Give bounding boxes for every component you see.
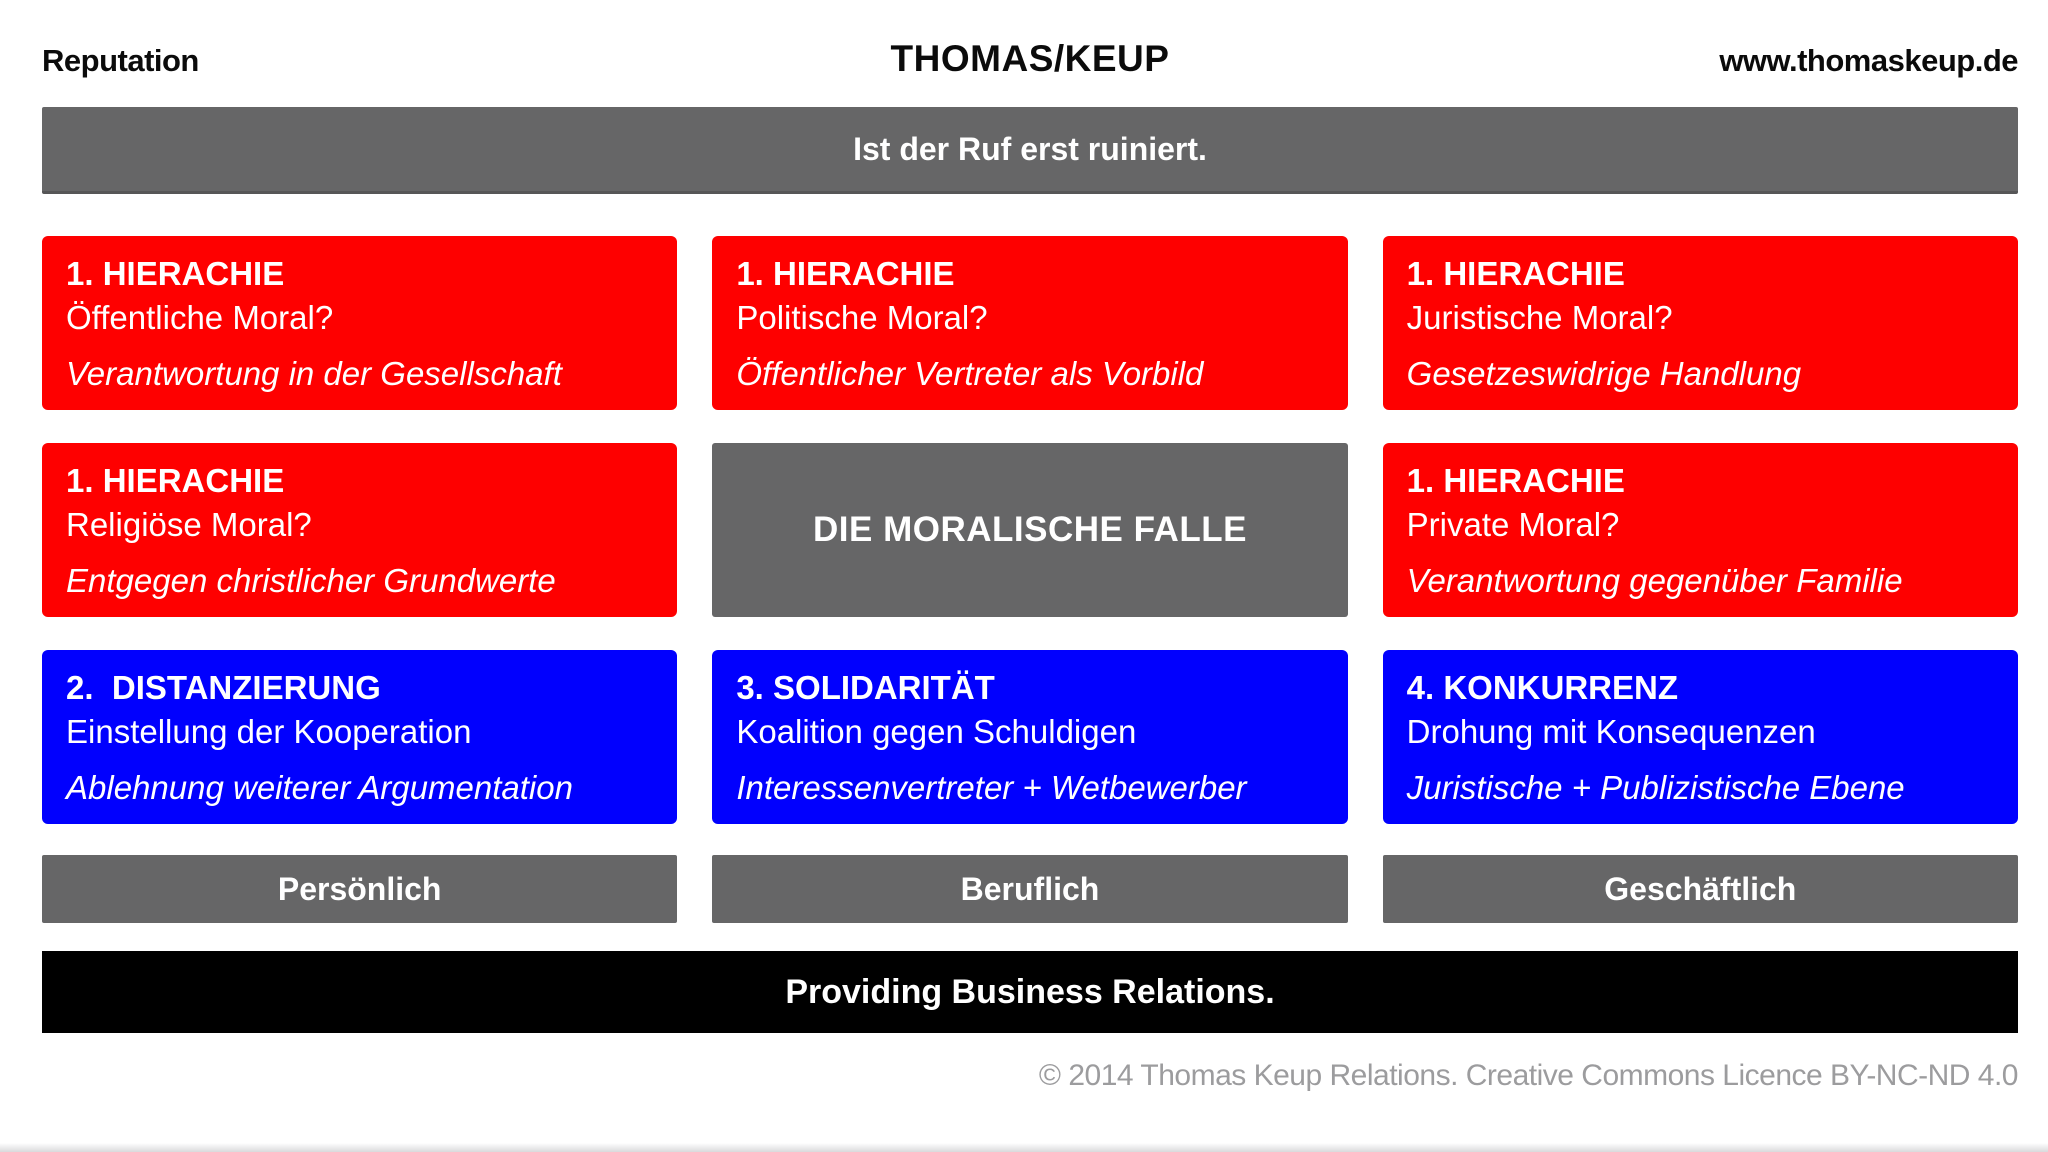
card-title: 2. DISTANZIERUNG	[66, 669, 381, 706]
card-grid: 1. HIERACHIE Öffentliche Moral? Verantwo…	[42, 236, 2018, 824]
tagline-banner: Providing Business Relations.	[42, 951, 2018, 1033]
card-title: 1. HIERACHIE	[1406, 255, 1625, 292]
card-public-moral: 1. HIERACHIE Öffentliche Moral? Verantwo…	[42, 236, 678, 410]
tagline-text: Providing Business Relations.	[785, 972, 1275, 1011]
card-title: 1. HIERACHIE	[736, 255, 955, 292]
header: Reputation THOMAS/KEUP www.thomaskeup.de	[42, 38, 2018, 80]
label-professional: Beruflich	[712, 855, 1348, 923]
card-title: 4. KONKURRENZ	[1406, 669, 1679, 706]
card-title: 3. SOLIDARITÄT	[736, 669, 995, 706]
card-religious-moral: 1. HIERACHIE Religiöse Moral? Entgegen c…	[42, 443, 678, 617]
card-subtitle: Einstellung der Kooperation	[66, 713, 472, 750]
card-subtitle: Öffentliche Moral?	[66, 299, 334, 336]
card-note: Entgegen christlicher Grundwerte	[66, 562, 556, 599]
headline-banner: Ist der Ruf erst ruiniert.	[42, 107, 2018, 194]
card-moral-trap: DIE MORALISCHE FALLE	[712, 443, 1348, 617]
card-note: Ablehnung weiterer Argumentation	[66, 769, 573, 806]
card-title: DIE MORALISCHE FALLE	[813, 510, 1247, 549]
brand-title: THOMAS/KEUP	[890, 38, 1170, 79]
card-competition: 4. KONKURRENZ Drohung mit Konsequenzen J…	[1382, 650, 2018, 824]
card-subtitle: Religiöse Moral?	[66, 506, 312, 543]
card-solidarity: 3. SOLIDARITÄT Koalition gegen Schuldige…	[712, 650, 1348, 824]
card-title: 1. HIERACHIE	[66, 255, 285, 292]
label-text: Geschäftlich	[1604, 870, 1797, 907]
card-subtitle: Juristische Moral?	[1406, 299, 1673, 336]
card-political-moral: 1. HIERACHIE Politische Moral? Öffentlic…	[712, 236, 1348, 410]
card-note: Gesetzeswidrige Handlung	[1406, 355, 1802, 392]
card-distancing: 2. DISTANZIERUNG Einstellung der Koopera…	[42, 650, 678, 824]
card-subtitle: Private Moral?	[1406, 506, 1620, 543]
card-note: Juristische + Publizistische Ebene	[1406, 769, 1905, 806]
headline-text: Ist der Ruf erst ruiniert.	[853, 130, 1207, 167]
card-title: 1. HIERACHIE	[66, 462, 285, 499]
card-title: 1. HIERACHIE	[1406, 462, 1625, 499]
slide-content: Reputation THOMAS/KEUP www.thomaskeup.de…	[42, 38, 2019, 1092]
card-subtitle: Drohung mit Konsequenzen	[1406, 713, 1816, 750]
copyright-notice: © 2014 Thomas Keup Relations. Creative C…	[1038, 1059, 2019, 1092]
card-note: Öffentlicher Vertreter als Vorbild	[736, 355, 1204, 392]
bottom-edge-shade	[0, 1143, 2048, 1152]
card-private-moral: 1. HIERACHIE Private Moral? Verantwortun…	[1382, 443, 2018, 617]
category-label-row: Persönlich Beruflich Geschäftlich	[42, 855, 2018, 923]
card-subtitle: Koalition gegen Schuldigen	[736, 713, 1137, 750]
website-url: www.thomaskeup.de	[1719, 43, 2018, 78]
card-subtitle: Politische Moral?	[736, 299, 988, 336]
reputation-label: Reputation	[42, 43, 199, 78]
card-note: Interessenvertreter + Wetbewerber	[736, 769, 1247, 806]
card-note: Verantwortung in der Gesellschaft	[66, 355, 562, 392]
card-legal-moral: 1. HIERACHIE Juristische Moral? Gesetzes…	[1382, 236, 2018, 410]
label-text: Beruflich	[960, 870, 1100, 907]
card-note: Verantwortung gegenüber Familie	[1406, 562, 1903, 599]
label-text: Persönlich	[277, 870, 442, 907]
label-personal: Persönlich	[42, 855, 678, 923]
label-business: Geschäftlich	[1382, 855, 2018, 923]
